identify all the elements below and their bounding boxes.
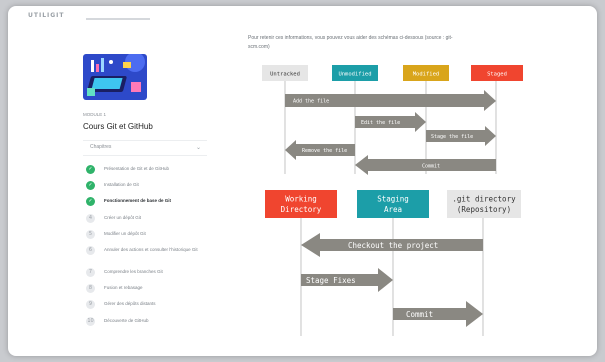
arrow-label: Checkout the project bbox=[348, 241, 438, 250]
commit-arrow bbox=[393, 301, 483, 327]
commit-arrow bbox=[355, 155, 496, 175]
chapter-item[interactable]: 5 Modifier un dépôt Git bbox=[83, 227, 207, 243]
chapter-item[interactable]: 7 Comprendre les branches Git bbox=[83, 265, 207, 281]
git-diagrams: Untracked Unmodified Modified Staged Add… bbox=[262, 65, 523, 336]
remove-file-arrow bbox=[285, 140, 355, 160]
top-bar-progress bbox=[86, 18, 150, 20]
check-icon: ✓ bbox=[86, 181, 95, 191]
chapter-label: Modifier un dépôt Git bbox=[104, 230, 146, 236]
chapters-dropdown[interactable]: Chapitres ⌄ bbox=[83, 140, 207, 156]
chapter-label: Gérer des dépôts distants bbox=[104, 301, 156, 307]
chapter-label: Fusion et rebasage bbox=[104, 285, 143, 291]
chapter-label: Installation de Git bbox=[104, 182, 139, 188]
chevron-down-icon: ⌄ bbox=[195, 144, 201, 151]
chapter-label: Découverte de GitHub bbox=[104, 317, 149, 323]
state-unmodified bbox=[332, 65, 378, 81]
stage-file-arrow bbox=[426, 126, 496, 146]
area-label: .git directory bbox=[452, 195, 516, 204]
chapter-item[interactable]: 10 Découverte de GitHub bbox=[83, 314, 207, 330]
state-label: Staged bbox=[487, 72, 507, 78]
edit-file-arrow bbox=[355, 112, 426, 132]
state-label: Modified bbox=[413, 72, 440, 78]
arrow-label: Stage the file bbox=[431, 134, 473, 140]
chapter-label: Fonctionnement de base de Git bbox=[104, 198, 172, 204]
area-label: Working bbox=[285, 195, 317, 204]
arrow-label: Add the file bbox=[293, 99, 329, 105]
arrow-label: Edit the file bbox=[361, 120, 400, 126]
state-modified bbox=[403, 65, 449, 81]
chapter-list: ✓ Présentation de Git et de GitHub ✓ Ins… bbox=[83, 162, 207, 330]
pending-step-icon: 6 bbox=[86, 245, 95, 255]
state-untracked bbox=[262, 65, 308, 81]
chapter-label: Annuler des actions et consulter l'histo… bbox=[104, 246, 198, 252]
check-icon: ✓ bbox=[86, 197, 95, 207]
git-areas-diagram: Working Directory Staging Area .git dire… bbox=[265, 190, 521, 336]
stage-fixes-arrow bbox=[301, 268, 393, 292]
chapter-item[interactable]: 8 Fusion et rebasage bbox=[83, 281, 207, 297]
file-lifecycle-diagram: Untracked Unmodified Modified Staged Add… bbox=[262, 65, 523, 175]
chapter-label: Comprendre les branches Git bbox=[104, 268, 163, 274]
state-label: Unmodified bbox=[338, 72, 371, 78]
arrow-label: Commit bbox=[406, 310, 433, 319]
pending-step-icon: 7 bbox=[86, 267, 95, 277]
check-icon: ✓ bbox=[86, 165, 95, 174]
app-window: UTILIGIT MODULE 1 Cours Git et GitHub Ch… bbox=[8, 6, 597, 356]
course-sidebar: MODULE 1 Cours Git et GitHub Chapitres ⌄… bbox=[75, 44, 210, 344]
pending-step-icon: 10 bbox=[86, 316, 95, 326]
course-thumbnail bbox=[83, 54, 147, 100]
area-label: Directory bbox=[281, 205, 322, 214]
area-working-directory bbox=[265, 190, 337, 218]
chapter-label: Présentation de Git et de GitHub bbox=[104, 166, 170, 171]
arrow-label: Stage Fixes bbox=[306, 276, 356, 285]
area-repository bbox=[447, 190, 521, 218]
pending-step-icon: 8 bbox=[86, 284, 95, 294]
arrow-label: Remove the file bbox=[302, 148, 347, 154]
course-illustration-icon bbox=[83, 54, 147, 100]
chapter-item[interactable]: ✓ Présentation de Git et de GitHub bbox=[83, 162, 207, 178]
area-label: Staging bbox=[377, 195, 409, 204]
pending-step-icon: 4 bbox=[86, 213, 95, 223]
state-staged bbox=[471, 65, 523, 81]
intro-source-link[interactable]: scm.com) bbox=[248, 44, 270, 50]
area-label: (Repository) bbox=[457, 205, 511, 214]
module-label: MODULE 1 bbox=[83, 112, 107, 117]
top-bar: UTILIGIT bbox=[8, 6, 597, 28]
chapter-item[interactable]: 9 Gérer des dépôts distants bbox=[83, 297, 207, 313]
chapter-item[interactable]: ✓ Installation de Git bbox=[83, 178, 207, 194]
chapter-label: Créer un dépôt Git bbox=[104, 214, 142, 220]
intro-paragraph: Pour retenir ces informations, vous pouv… bbox=[248, 34, 538, 52]
intro-text: Pour retenir ces informations, vous pouv… bbox=[248, 35, 453, 41]
chapter-item[interactable]: 6 Annuler des actions et consulter l'his… bbox=[83, 243, 207, 265]
checkout-arrow bbox=[301, 233, 483, 257]
state-label: Untracked bbox=[270, 72, 300, 78]
chapter-item[interactable]: 4 Créer un dépôt Git bbox=[83, 211, 207, 227]
brand-logo[interactable]: UTILIGIT bbox=[28, 12, 65, 19]
chapters-label: Chapitres bbox=[90, 144, 112, 150]
area-label: Area bbox=[384, 205, 402, 214]
pending-step-icon: 5 bbox=[86, 229, 95, 239]
pending-step-icon: 9 bbox=[86, 300, 95, 310]
area-staging bbox=[357, 190, 429, 218]
course-title: Cours Git et GitHub bbox=[83, 122, 153, 131]
arrow-label: Commit bbox=[422, 164, 440, 170]
add-file-arrow bbox=[285, 90, 496, 111]
chapter-item-active[interactable]: ✓ Fonctionnement de base de Git bbox=[83, 194, 207, 210]
